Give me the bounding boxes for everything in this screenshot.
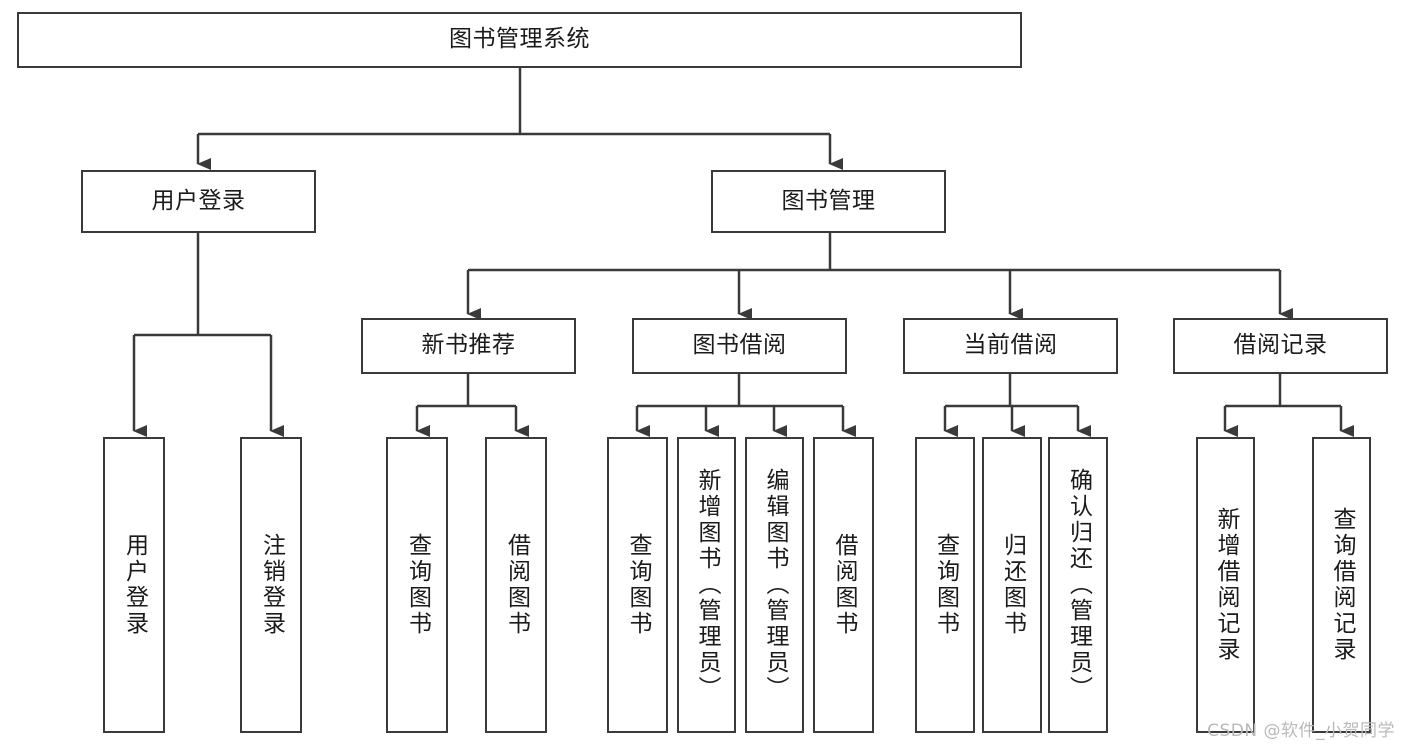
node-new-book-recommend-label: 新书推荐 (421, 332, 516, 359)
leaf-bo-query-book-label: 查询图书 (625, 533, 651, 637)
leaf-user-login[interactable]: 用户登录 (103, 437, 165, 733)
node-user-login[interactable]: 用户登录 (81, 170, 316, 233)
node-root[interactable]: 图书管理系统 (17, 12, 1022, 68)
leaf-bo-borrow-book[interactable]: 借阅图书 (813, 437, 874, 733)
node-root-label: 图书管理系统 (449, 26, 590, 53)
leaf-nb-query-book[interactable]: 查询图书 (386, 437, 448, 733)
node-book-management-label: 图书管理 (781, 187, 876, 214)
node-new-book-recommend[interactable]: 新书推荐 (361, 318, 576, 374)
node-user-login-label: 用户登录 (151, 187, 246, 214)
leaf-cu-return-book[interactable]: 归还图书 (982, 437, 1042, 733)
leaf-cu-confirm-return-label: 确认归还（管理员） (1065, 468, 1092, 702)
leaf-nb-borrow-book-label: 借阅图书 (503, 533, 530, 637)
leaf-logout[interactable]: 注销登录 (240, 437, 302, 733)
watermark: CSDN @软件_小贺同学 (1207, 721, 1395, 741)
leaf-nb-query-book-label: 查询图书 (404, 533, 431, 637)
leaf-bo-borrow-book-label: 借阅图书 (831, 533, 857, 637)
leaf-cu-query-book[interactable]: 查询图书 (915, 437, 975, 733)
leaf-bo-query-book[interactable]: 查询图书 (607, 437, 668, 733)
leaf-re-add-record[interactable]: 新增借阅记录 (1196, 437, 1255, 733)
node-book-management[interactable]: 图书管理 (711, 170, 946, 233)
leaf-bo-edit-book[interactable]: 编辑图书（管理员） (745, 437, 804, 733)
leaf-nb-borrow-book[interactable]: 借阅图书 (485, 437, 547, 733)
leaf-bo-edit-book-label: 编辑图书（管理员） (762, 468, 788, 702)
node-borrow-records[interactable]: 借阅记录 (1173, 318, 1388, 374)
leaf-cu-query-book-label: 查询图书 (932, 533, 959, 637)
leaf-cu-confirm-return[interactable]: 确认归还（管理员） (1048, 437, 1108, 733)
leaf-re-query-record-label: 查询借阅记录 (1329, 507, 1355, 663)
node-book-borrow[interactable]: 图书借阅 (632, 318, 847, 374)
leaf-bo-add-book-label: 新增图书（管理员） (694, 468, 720, 702)
node-book-borrow-label: 图书借阅 (692, 332, 787, 359)
node-borrow-records-label: 借阅记录 (1233, 332, 1328, 359)
leaf-bo-add-book[interactable]: 新增图书（管理员） (677, 437, 736, 733)
node-current-borrow[interactable]: 当前借阅 (903, 318, 1118, 374)
leaf-re-add-record-label: 新增借阅记录 (1213, 507, 1239, 663)
leaf-cu-return-book-label: 归还图书 (999, 533, 1026, 637)
leaf-re-query-record[interactable]: 查询借阅记录 (1312, 437, 1371, 733)
leaf-user-login-label: 用户登录 (121, 533, 148, 637)
leaf-logout-label: 注销登录 (258, 533, 285, 637)
node-current-borrow-label: 当前借阅 (963, 332, 1058, 359)
